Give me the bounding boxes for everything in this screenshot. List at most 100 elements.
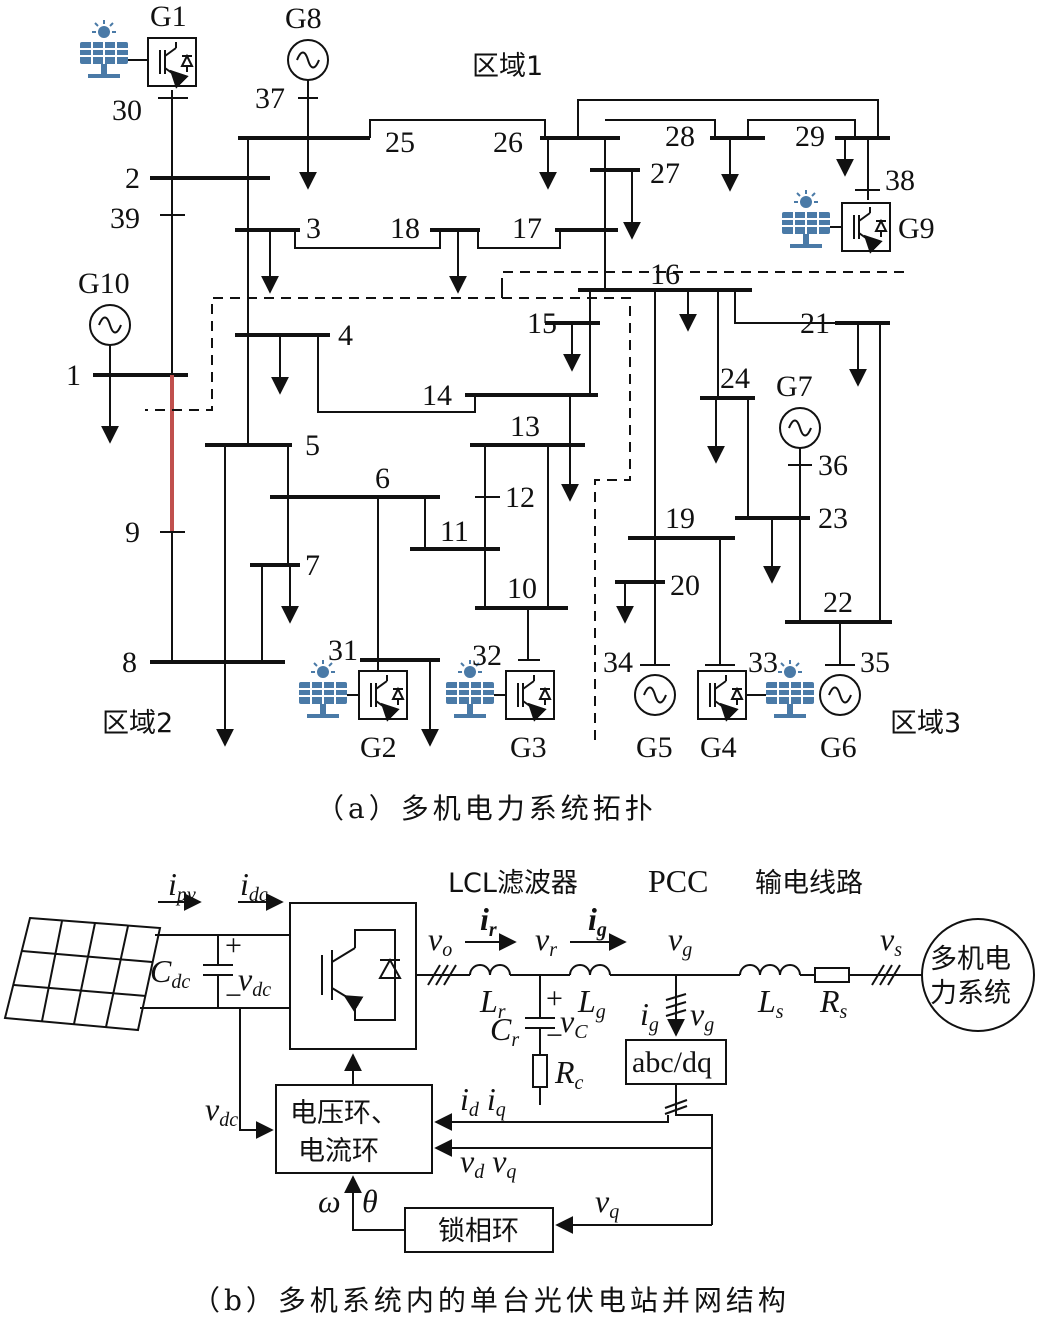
label-l-s: Ls	[757, 983, 784, 1023]
label-bus-7: 7	[305, 549, 320, 582]
label-bus-30: 30	[112, 94, 142, 127]
g9-converter-icon	[842, 203, 890, 251]
label-i-g-meas: ig	[640, 996, 659, 1036]
label-bus-34: 34	[603, 646, 633, 679]
label-bus-27: 27	[650, 157, 680, 190]
g2-converter-icon	[359, 671, 407, 719]
caption-a: （a）多机电力系统拓扑	[316, 792, 657, 825]
ctrl-label-line1: 电压环、	[290, 1098, 398, 1129]
label-v-c: vC	[560, 1003, 588, 1043]
label-v-s: vs	[880, 921, 902, 961]
inductor-lr	[469, 964, 511, 976]
caption-b: （b）多机系统内的单台光伏电站并网结构	[192, 1284, 790, 1317]
label-g4: G4	[700, 731, 737, 764]
grid-label-line1: 多机电	[930, 944, 1011, 975]
label-bus-12: 12	[505, 481, 535, 514]
label-bus-9: 9	[125, 516, 140, 549]
label-minus-c: −	[546, 1019, 563, 1052]
label-bus-14: 14	[422, 379, 452, 412]
g7-source-icon	[779, 407, 821, 449]
label-bus-5: 5	[305, 429, 320, 462]
label-r-c: Rc	[554, 1054, 584, 1094]
label-bus-36: 36	[818, 449, 848, 482]
g2-pv-icon	[298, 659, 348, 719]
label-g9: G9	[898, 212, 935, 245]
multi-machine-grid-node	[921, 918, 1035, 1032]
label-omega: ω	[318, 1183, 341, 1219]
label-i-r: ir	[480, 901, 497, 941]
label-bus-26: 26	[493, 126, 523, 159]
g4-converter-icon	[698, 671, 746, 719]
label-bus-25: 25	[385, 126, 415, 159]
label-bus-6: 6	[375, 462, 390, 495]
label-bus-11: 11	[440, 515, 469, 548]
label-bus-19: 19	[665, 502, 695, 535]
pll-label: 锁相环	[438, 1216, 519, 1247]
label-bus-37: 37	[255, 82, 285, 115]
inductor-ls	[739, 964, 801, 976]
label-g10: G10	[78, 267, 130, 300]
voltage-current-loop-block	[275, 1084, 433, 1174]
inductor-lg	[569, 964, 611, 976]
label-i-dc: idc	[240, 866, 268, 906]
label-l-g: Lg	[577, 983, 606, 1023]
label-bus-23: 23	[818, 502, 848, 535]
label-plus-c: +	[546, 982, 563, 1015]
label-g5: G5	[636, 731, 673, 764]
label-bus-28: 28	[665, 120, 695, 153]
label-bus-8: 8	[122, 646, 137, 679]
label-area-2: 区域2	[102, 708, 173, 739]
label-area-3: 区域3	[890, 708, 961, 739]
label-bus-21: 21	[800, 307, 830, 340]
label-bus-2: 2	[125, 162, 140, 195]
label-bus-32: 32	[472, 639, 502, 672]
pll-block	[404, 1207, 554, 1253]
g8-source-icon	[287, 39, 329, 81]
title-lcl: LCL滤波器	[448, 868, 578, 899]
label-v-dc-ctrl: vdc	[205, 1091, 238, 1131]
label-bus-15: 15	[527, 307, 557, 340]
label-bus-39: 39	[110, 202, 140, 235]
label-bus-4: 4	[338, 319, 353, 352]
label-i-pv: ipv	[168, 866, 196, 906]
label-minus-dc: −	[225, 979, 242, 1012]
label-bus-10: 10	[507, 572, 537, 605]
label-bus-20: 20	[670, 569, 700, 602]
g3-converter-icon	[506, 671, 554, 719]
pv-grid-connection-structure: ipv idc Cdc + − vdc vo Lr Lg LCL滤波器 PCC …	[3, 863, 1035, 1317]
g1-pv-icon	[79, 19, 129, 79]
label-g3: G3	[510, 731, 547, 764]
label-bus-29: 29	[795, 120, 825, 153]
g10-source-icon	[89, 304, 131, 346]
label-bus-17: 17	[512, 212, 542, 245]
title-pcc: PCC	[648, 863, 708, 899]
abc-dq-label: abc/dq	[632, 1046, 712, 1079]
resistor-rs	[814, 967, 850, 983]
label-g8: G8	[285, 2, 322, 35]
g5-source-icon	[634, 674, 676, 716]
title-line: 输电线路	[755, 868, 863, 899]
label-c-dc: Cdc	[150, 953, 190, 993]
grid-label-line2: 力系统	[930, 978, 1011, 1009]
label-v-o: vo	[428, 921, 452, 961]
g6-source-icon	[819, 674, 861, 716]
label-g1: G1	[150, 0, 187, 33]
inverter-block	[289, 902, 417, 1050]
label-bus-35: 35	[860, 646, 890, 679]
label-bus-31: 31	[328, 634, 358, 667]
label-bus-38: 38	[885, 164, 915, 197]
label-v-dc: vdc	[238, 961, 271, 1001]
label-bus-18: 18	[390, 212, 420, 245]
label-r-s: Rs	[819, 983, 848, 1023]
label-bus-3: 3	[306, 212, 321, 245]
label-bus-13: 13	[510, 410, 540, 443]
label-bus-24: 24	[720, 362, 750, 395]
label-theta: θ	[362, 1183, 378, 1219]
resistor-rc	[532, 1054, 548, 1088]
igbt-icon	[321, 929, 402, 1021]
label-bus-22: 22	[823, 586, 853, 619]
label-bus-16: 16	[650, 258, 680, 291]
g9-pv-icon	[781, 189, 831, 249]
